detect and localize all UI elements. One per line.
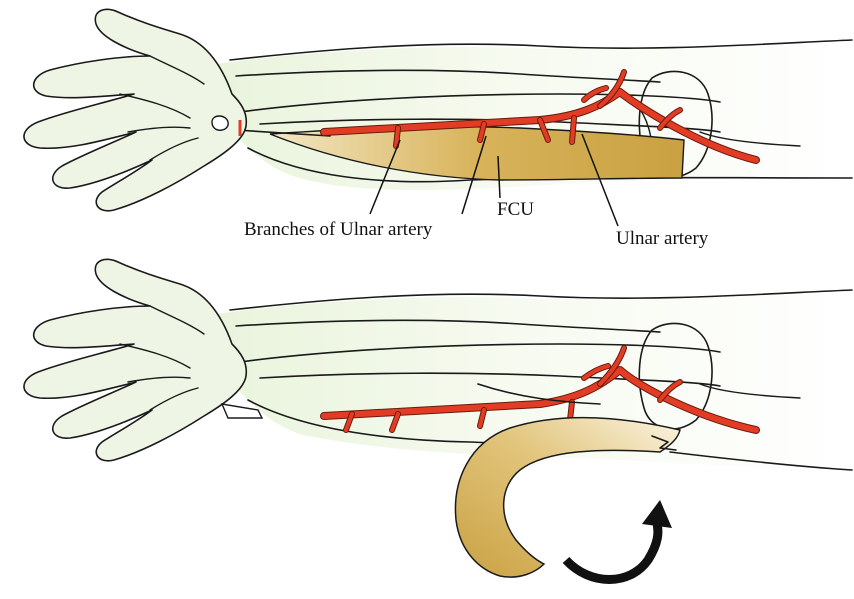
bottom-hand bbox=[24, 259, 246, 460]
bottom-panel bbox=[24, 259, 852, 579]
top-hand bbox=[24, 9, 246, 210]
top-pisiform bbox=[212, 116, 228, 130]
rotation-arrow bbox=[566, 500, 672, 580]
fcu-flap bbox=[455, 418, 680, 577]
top-panel bbox=[24, 9, 852, 226]
label-ulnar-artery: Ulnar artery bbox=[616, 229, 708, 248]
label-branches-of-ulnar-artery: Branches of Ulnar artery bbox=[244, 220, 432, 239]
label-fcu: FCU bbox=[497, 200, 534, 219]
